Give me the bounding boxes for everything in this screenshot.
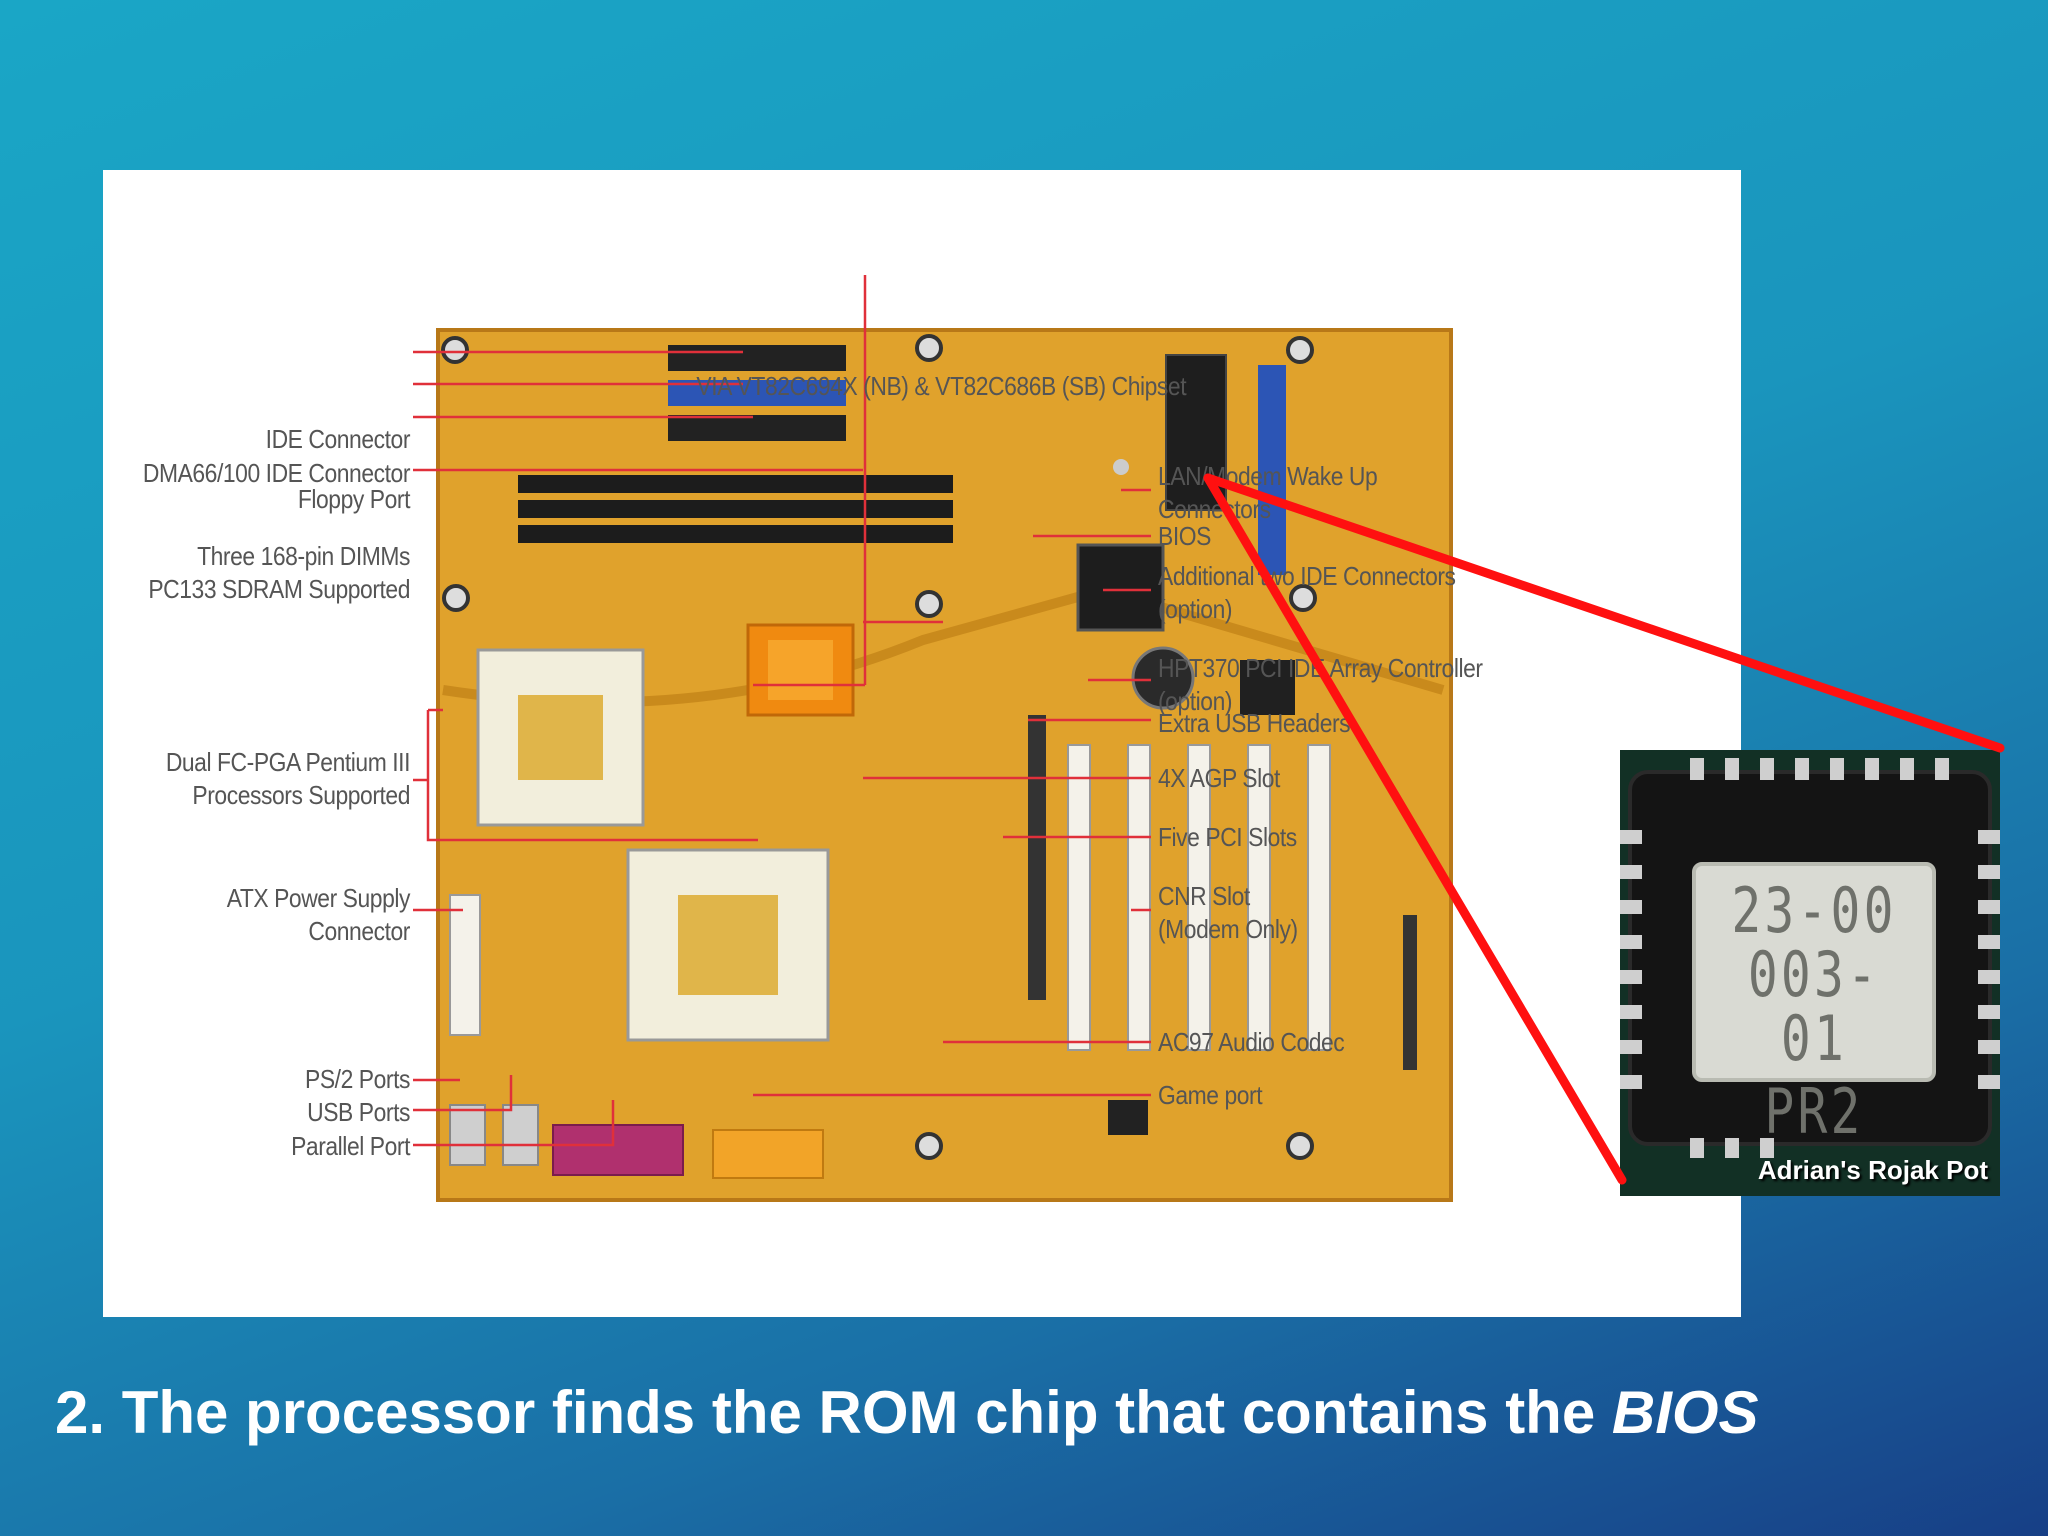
chip-marking-sticker: 23-00 003- 01 PR2 [1692, 862, 1936, 1148]
ide-connector-label: IDE Connector [265, 424, 411, 454]
floppy-connector [668, 415, 846, 441]
ps2-ports-label: PS/2 Ports [305, 1064, 410, 1094]
pci-slots-label: Five PCI Slots [1158, 822, 1297, 852]
extra-usb-label: Extra USB Headers [1158, 708, 1351, 738]
caption-text: 2. The processor finds the ROM chip that… [55, 1379, 1612, 1446]
motherboard-figure: VIA VT82C694X (NB) & VT82C686B (SB) Chip… [103, 170, 1741, 1317]
pci-slot [1067, 744, 1091, 1051]
bios-label: BIOS [1158, 521, 1211, 551]
chipset-label: VIA VT82C694X (NB) & VT82C686B (SB) Chip… [696, 371, 1187, 401]
inset-watermark: Adrian's Rojak Pot [1757, 1155, 1988, 1185]
caption-emphasis: BIOS [1611, 1379, 1759, 1446]
ac97-label: AC97 Audio Codec [1158, 1027, 1345, 1057]
slide-caption: 2. The processor finds the ROM chip that… [55, 1378, 2015, 1447]
cmos-battery [1131, 646, 1195, 710]
agp-slot-label: 4X AGP Slot [1158, 763, 1280, 793]
bios-chip-closeup: 23-00 003- 01 PR2 Adrian's Rojak Pot [1620, 750, 2000, 1196]
dimm-slot [518, 500, 953, 518]
agp-slot [1028, 715, 1046, 1000]
audio-codec-chip [1108, 1100, 1148, 1135]
ps2-ports [449, 1104, 486, 1166]
game-port [712, 1129, 824, 1179]
floppy-port-label: Floppy Port [297, 484, 411, 514]
cnr-slot [1403, 915, 1417, 1070]
chip-marking-line-2: 003- [1747, 938, 1881, 1011]
ide-connector [668, 345, 846, 371]
parallel-port-label: Parallel Port [291, 1131, 410, 1161]
north-bridge-chip [1076, 543, 1165, 632]
game-port-label: Game port [1158, 1080, 1263, 1110]
usb-ports [502, 1104, 539, 1166]
cnr-slot-label: CNR Slot(Modem Only) [1158, 881, 1298, 944]
dma-ide-connector-label: DMA66/100 IDE Connector [142, 458, 411, 488]
additional-ide-label: Additional two IDE Connectors(option) [1158, 561, 1456, 624]
parallel-port [552, 1124, 684, 1176]
pci-slot [1127, 744, 1151, 1051]
dimm-slot [518, 475, 953, 493]
pci-slot [1307, 744, 1331, 1051]
usb-ports-label: USB Ports [307, 1097, 410, 1127]
chip-marking-line-3: 01 PR2 [1764, 1002, 1864, 1148]
atx-power-connector [449, 894, 481, 1036]
dimm-slot [518, 525, 953, 543]
chip-marking-line-1: 23-00 [1731, 874, 1897, 947]
